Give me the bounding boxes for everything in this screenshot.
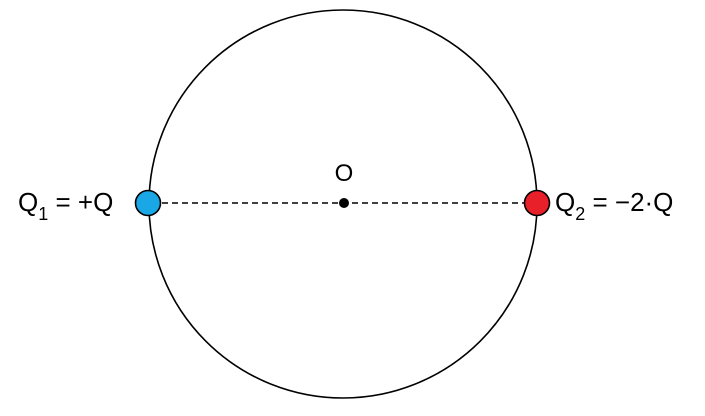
charge-q2-marker [523, 189, 551, 217]
charge-q2-value: = −2·Q [585, 187, 673, 217]
charge-q1-subscript: 1 [38, 204, 48, 224]
charge-q1-value: = +Q [48, 187, 113, 217]
center-label: O [335, 160, 354, 187]
charge-q1-symbol: Q [18, 187, 38, 217]
charge-q1-label: Q1 = +Q [18, 187, 113, 224]
center-point [339, 198, 349, 208]
charge-q2-symbol: Q [555, 187, 575, 217]
charge-q1-marker [134, 189, 162, 217]
charge-q2-subscript: 2 [575, 204, 585, 224]
charge-q2-label: Q2 = −2·Q [555, 187, 673, 224]
